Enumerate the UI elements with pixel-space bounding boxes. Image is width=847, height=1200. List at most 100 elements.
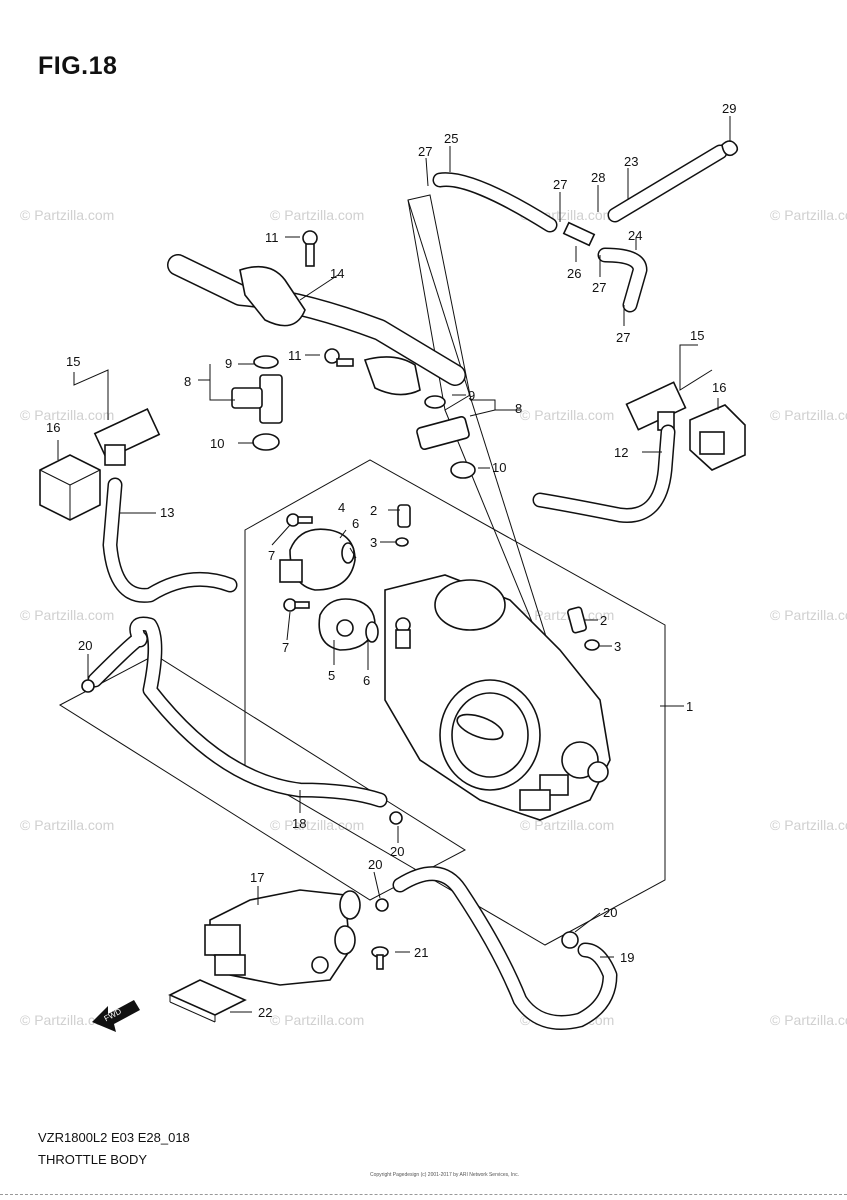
o-ring-6-top[interactable] <box>341 542 355 564</box>
watermark: © Partzilla.com <box>520 407 614 423</box>
callout-11: 11 <box>265 230 279 245</box>
callout-23: 23 <box>624 154 638 169</box>
clamp-20-a[interactable] <box>81 679 95 693</box>
screw-7-lower[interactable] <box>283 598 310 612</box>
sensor-15-left[interactable] <box>93 407 161 466</box>
callout-7: 7 <box>282 640 289 655</box>
callout-27: 27 <box>553 177 567 192</box>
hose-group-outline <box>58 654 467 901</box>
callout-27: 27 <box>616 330 630 345</box>
callout-3: 3 <box>614 639 621 654</box>
callout-2: 2 <box>370 503 377 518</box>
cover-16-right[interactable] <box>689 404 746 471</box>
clamp-20-d[interactable] <box>561 931 579 949</box>
callout-25: 25 <box>444 131 458 146</box>
callout-27: 27 <box>418 144 432 159</box>
sensor-15-right[interactable] <box>625 381 687 431</box>
joint-26[interactable] <box>562 221 596 247</box>
watermark: © Partzilla.com <box>20 607 114 623</box>
callout-21: 21 <box>414 945 428 960</box>
callout-28: 28 <box>591 170 605 185</box>
callout-9: 9 <box>225 356 232 371</box>
callout-20: 20 <box>368 857 382 872</box>
callout-19: 19 <box>620 950 634 965</box>
watermark: © Partzilla.com <box>770 207 847 223</box>
watermark: © Partzilla.com <box>20 817 114 833</box>
callout-15: 15 <box>690 328 704 343</box>
cover-16-left[interactable] <box>39 454 101 521</box>
callout-16: 16 <box>712 380 726 395</box>
fwd-arrow-icon: FWD <box>92 1000 140 1032</box>
pad-22[interactable] <box>168 979 247 1016</box>
callout-6: 6 <box>352 516 359 531</box>
callout-7: 7 <box>268 548 275 563</box>
callout-2: 2 <box>600 613 607 628</box>
callout-5: 5 <box>328 668 335 683</box>
watermark: © Partzilla.com <box>520 607 614 623</box>
watermark: © Partzilla.com <box>770 817 847 833</box>
callout-10: 10 <box>492 460 506 475</box>
callout-10: 10 <box>210 436 224 451</box>
screw-21[interactable] <box>371 946 389 970</box>
watermark: © Partzilla.com <box>270 817 364 833</box>
callout-6: 6 <box>363 673 370 688</box>
callout-11: 11 <box>288 348 302 363</box>
callout-16: 16 <box>46 420 60 435</box>
callout-17: 17 <box>250 870 264 885</box>
model-code: VZR1800L2 E03 E28_018 <box>38 1130 190 1145</box>
callout-9: 9 <box>468 388 475 403</box>
callout-20: 20 <box>603 905 617 920</box>
callout-22: 22 <box>258 1005 272 1020</box>
callout-20: 20 <box>78 638 92 653</box>
sensor-5[interactable] <box>318 598 376 651</box>
callout-18: 18 <box>292 816 306 831</box>
callout-20: 20 <box>390 844 404 859</box>
callout-12: 12 <box>614 445 628 460</box>
callout-15: 15 <box>66 354 80 369</box>
figure-title: FIG.18 <box>38 52 118 80</box>
callout-8: 8 <box>515 401 522 416</box>
o-ring-3-right[interactable] <box>584 639 600 651</box>
section-name: THROTTLE BODY <box>38 1152 148 1167</box>
clamp-20-c[interactable] <box>375 898 389 912</box>
isc-valve-17[interactable] <box>204 889 361 986</box>
clamp-29[interactable] <box>721 140 739 157</box>
callout-26: 26 <box>567 266 581 281</box>
callout-3: 3 <box>370 535 377 550</box>
watermark: © Partzilla.com <box>770 1012 847 1028</box>
o-ring-3-top[interactable] <box>395 537 409 547</box>
watermark-layer: © Partzilla.com © Partzilla.com © Partzi… <box>20 207 847 1028</box>
clamp-20-b[interactable] <box>389 811 403 825</box>
callout-4: 4 <box>338 500 345 515</box>
callout-14: 14 <box>330 266 344 281</box>
watermark: © Partzilla.com <box>20 207 114 223</box>
callout-1: 1 <box>686 699 693 714</box>
o-ring-6-lower[interactable] <box>365 621 379 643</box>
sensor-4[interactable] <box>279 528 356 591</box>
callout-27: 27 <box>592 280 606 295</box>
throttle-body-1[interactable] <box>384 574 611 821</box>
watermark: © Partzilla.com <box>520 817 614 833</box>
callout-13: 13 <box>160 505 174 520</box>
bolt-11-lower[interactable] <box>324 348 354 367</box>
watermark: © Partzilla.com <box>20 1012 114 1028</box>
watermark: © Partzilla.com <box>20 407 114 423</box>
callout-8: 8 <box>184 374 191 389</box>
screw-7-top[interactable] <box>286 513 313 527</box>
injector-8-right[interactable] <box>416 395 476 479</box>
sensor-2-top[interactable] <box>397 504 411 528</box>
watermark: © Partzilla.com <box>770 607 847 623</box>
callout-29: 29 <box>722 101 736 116</box>
callout-numbers: 1 2 2 3 3 4 5 6 6 7 7 8 8 9 9 10 10 11 1… <box>46 101 736 1020</box>
watermark: © Partzilla.com <box>270 207 364 223</box>
bolt-11-top[interactable] <box>302 230 318 267</box>
copyright-notice: Copyright Pagedesign (c) 2001-2017 by AR… <box>370 1172 519 1178</box>
injector-8-left[interactable] <box>231 355 283 451</box>
watermark: © Partzilla.com <box>270 1012 364 1028</box>
hose-19[interactable] <box>392 866 618 1030</box>
leader-lines <box>57 116 731 1013</box>
sensor-2-right[interactable] <box>567 606 587 634</box>
watermark: © Partzilla.com <box>770 407 847 423</box>
bottom-border <box>0 1194 847 1195</box>
